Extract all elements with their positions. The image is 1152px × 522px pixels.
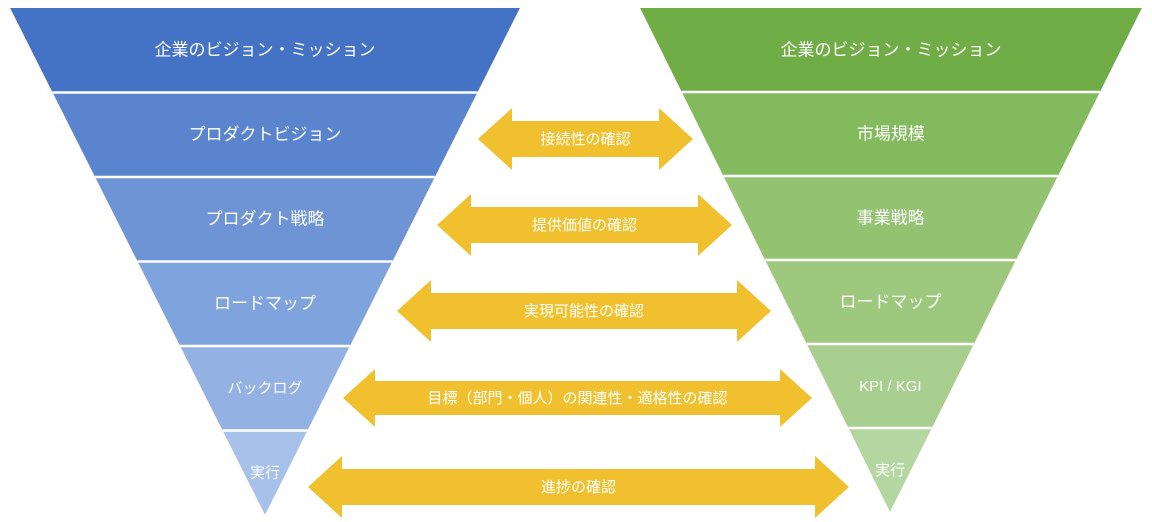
double-headed-arrow-icon xyxy=(397,280,771,342)
alignment-arrow-label: 実現可能性の確認 xyxy=(524,303,644,320)
left-funnel-band-label: 企業のビジョン・ミッション xyxy=(155,41,376,60)
double-headed-arrow-icon xyxy=(343,369,812,427)
alignment-arrow: 実現可能性の確認 xyxy=(397,280,771,342)
right-funnel-band-label: 市場規模 xyxy=(857,124,925,143)
right-funnel-band xyxy=(765,260,1016,344)
left-funnel-labels: 企業のビジョン・ミッションプロダクトビジョンプロダクト戦略ロードマップバックログ… xyxy=(155,41,376,482)
right-funnel-band-label: 企業のビジョン・ミッション xyxy=(781,40,1002,59)
double-headed-arrow-icon xyxy=(437,194,732,256)
left-funnel-band-label: 実行 xyxy=(250,465,280,482)
right-funnel-dividers xyxy=(681,90,1100,430)
alignment-arrow: 接続性の確認 xyxy=(478,108,693,170)
left-funnel-dividers xyxy=(52,91,478,432)
right-funnel-band-label: KPI / KGI xyxy=(859,378,922,395)
right-funnel-band-label: 事業戦略 xyxy=(857,208,925,227)
alignment-arrow: 提供価値の確認 xyxy=(437,194,732,256)
right-funnel-band xyxy=(806,344,974,428)
alignment-arrows: 接続性の確認提供価値の確認実現可能性の確認目標（部門・個人）の関連性・適格性の確… xyxy=(308,108,849,518)
alignment-arrow: 進捗の確認 xyxy=(308,456,849,518)
left-funnel-band xyxy=(95,177,435,262)
left-funnel-band xyxy=(222,430,308,515)
alignment-arrow-label: 目標（部門・個人）の関連性・適格性の確認 xyxy=(427,389,727,407)
right-funnel-band xyxy=(723,176,1058,260)
right-funnel-band-label: ロードマップ xyxy=(840,292,942,311)
left-funnel-band-label: バックログ xyxy=(227,380,302,397)
left-funnel-band-label: ロードマップ xyxy=(214,294,316,313)
alignment-arrow-label: 提供価値の確認 xyxy=(532,217,637,234)
left-funnel-band xyxy=(137,261,393,346)
double-headed-arrow-icon xyxy=(308,456,849,518)
double-headed-arrow-icon xyxy=(478,108,693,170)
right-funnel-band xyxy=(848,428,932,512)
alignment-arrow-label: 接続性の確認 xyxy=(540,131,630,148)
left-funnel-band-label: プロダクト戦略 xyxy=(206,210,325,229)
alignment-arrow-label: 進捗の確認 xyxy=(541,479,616,496)
left-funnel: 企業のビジョン・ミッションプロダクトビジョンプロダクト戦略ロードマップバックログ… xyxy=(10,8,520,515)
right-funnel-band xyxy=(640,8,1142,92)
left-funnel-band xyxy=(10,8,520,93)
left-funnel-band xyxy=(180,346,350,431)
right-funnel-band xyxy=(681,92,1100,176)
left-funnel-band xyxy=(52,92,478,177)
left-funnel-band-label: プロダクトビジョン xyxy=(189,125,342,144)
right-funnel-bands xyxy=(640,8,1142,512)
left-funnel-bands xyxy=(10,8,520,515)
right-funnel-band-label: 実行 xyxy=(875,462,905,479)
alignment-arrow: 目標（部門・個人）の関連性・適格性の確認 xyxy=(343,369,812,427)
